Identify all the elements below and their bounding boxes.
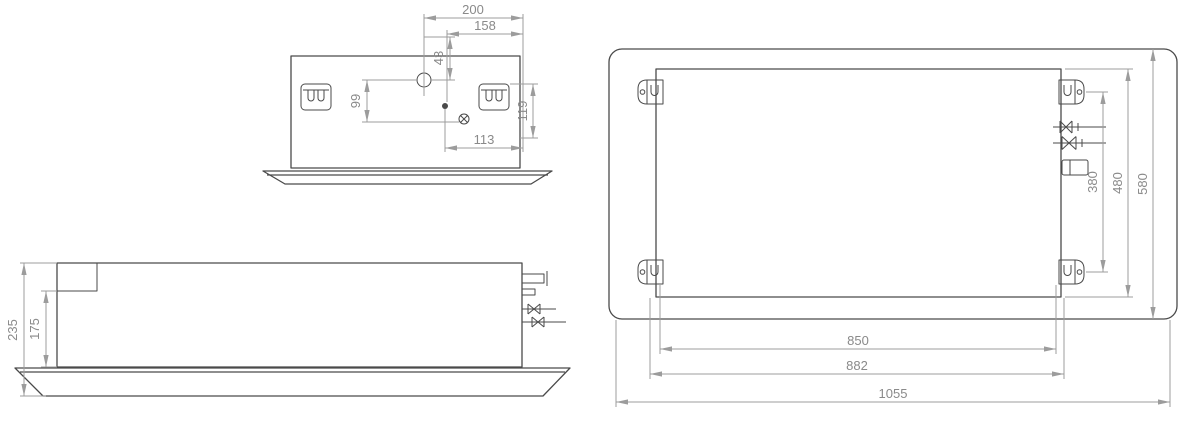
ceiling-panel-side [262,170,553,185]
dim-label-380: 380 [1085,171,1100,193]
pipe-connections-plan [1053,120,1106,176]
pipe-fitting-dot [442,103,448,109]
valve-fitting-icon [458,113,470,125]
dim-label-480: 480 [1110,172,1125,194]
dim-label-850: 850 [847,333,869,348]
front-view: 235 175 [5,262,571,397]
dim-label-99: 99 [348,94,363,108]
dim-label-43: 43 [431,51,446,65]
side-view: 200 158 43 99 119 113 [262,2,553,185]
unit-body-plan [655,68,1062,298]
dim-label-580: 580 [1135,173,1150,195]
dim-label-200: 200 [462,2,484,17]
dimension-lines-side [362,14,538,152]
dimension-lines-front [20,262,57,397]
dim-label-235: 235 [5,319,20,341]
unit-body-front [56,262,523,368]
ceiling-panel-front [14,367,571,397]
body-step-line [57,263,98,292]
dim-label-158: 158 [474,18,496,33]
dim-label-1055: 1055 [879,386,908,401]
dim-label-113: 113 [474,132,495,147]
dim-label-119: 119 [515,101,530,122]
dimension-lines-plan [615,49,1171,407]
dim-label-882: 882 [846,358,868,373]
panel-outline-plan [608,48,1178,320]
dim-label-175: 175 [27,318,42,340]
pipe-connections-front [521,271,566,328]
unit-body-side [290,55,521,169]
plan-view: 380 480 580 850 882 1055 [608,48,1178,407]
